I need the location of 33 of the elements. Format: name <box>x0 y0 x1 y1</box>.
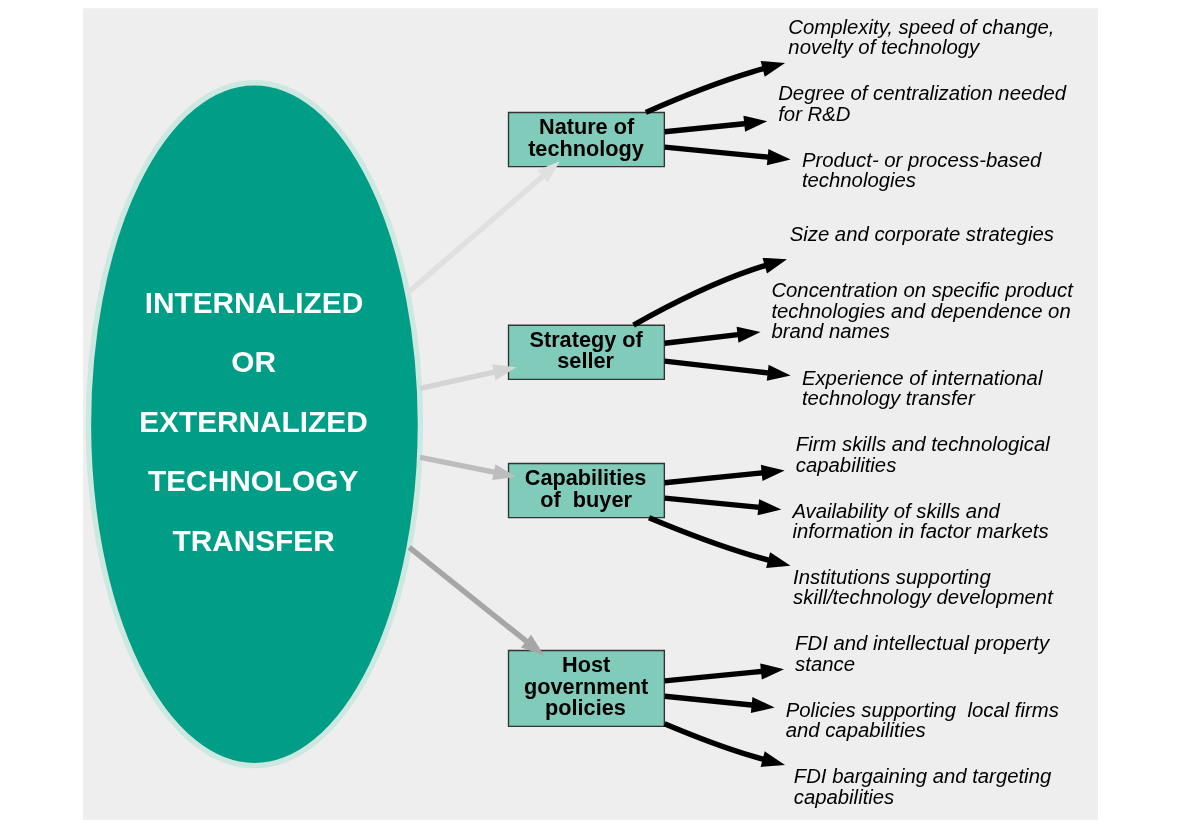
arrow <box>419 364 517 391</box>
node-text: Degree of centralization needed for R&D <box>778 82 1067 125</box>
node-box: Strategy of seller <box>507 324 666 381</box>
arrow <box>664 326 761 346</box>
node-text: Experience of international technology transfer <box>801 366 1043 410</box>
node-text: Firm skills and technological capabilities <box>795 433 1050 476</box>
arrow <box>632 257 787 328</box>
node-ellipse: INTERNALIZED OR EXTERNALIZED TECHNOLOGY TRANSFER <box>85 79 424 769</box>
node-text: Product- or process-based technologies <box>801 148 1042 192</box>
arrow <box>664 495 782 516</box>
arrow <box>664 144 791 166</box>
node-text: Concentration on specific product technologies and dependence on brand names <box>771 279 1073 343</box>
arrow <box>648 515 791 568</box>
arrow <box>664 358 791 381</box>
node-text: FDI bargaining and targeting capabilities <box>793 765 1052 808</box>
node-text: Institutions supporting skill/technology development <box>793 566 1053 609</box>
arrow <box>664 663 784 684</box>
arrow <box>664 464 785 486</box>
node-box: Capabilities of buyer <box>507 462 666 519</box>
node-text: FDI and intellectual property stance <box>795 632 1050 675</box>
node-box: Nature of technology <box>507 111 666 168</box>
node-text: Complexity, speed of change, novelty of technology <box>788 15 1055 59</box>
arrow <box>406 161 560 295</box>
node-box: Host government policies <box>507 649 666 728</box>
arrow <box>664 115 768 135</box>
node-text: Availability of skills and information in factor markets <box>792 499 1049 542</box>
arrow <box>644 61 786 115</box>
arrow <box>419 454 517 481</box>
arrow <box>663 721 786 767</box>
arrow <box>407 545 545 656</box>
node-text: Policies supporting local firms and capabilities <box>785 698 1059 742</box>
node-text: Size and corporate strategies <box>789 222 1054 245</box>
arrow <box>664 693 775 714</box>
